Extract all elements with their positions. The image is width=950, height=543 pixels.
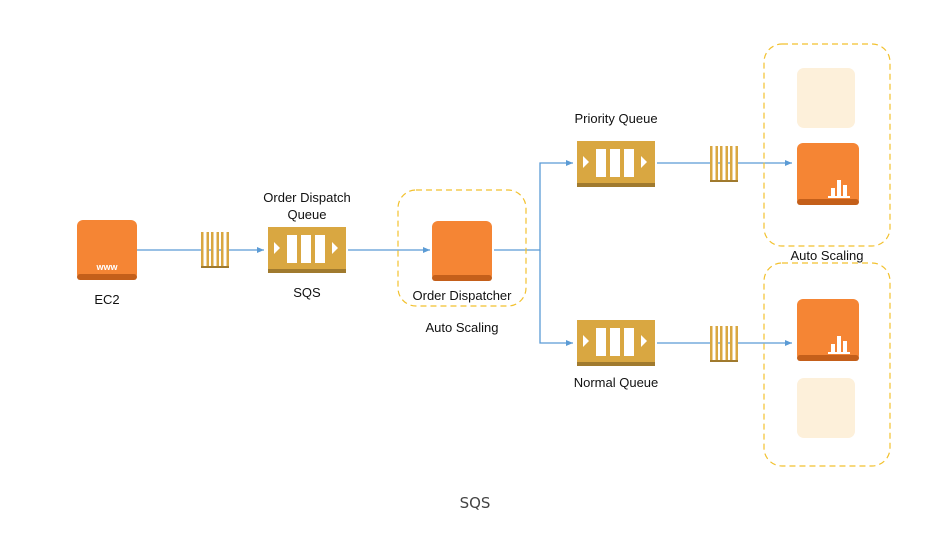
normal-message-queue-icon <box>710 326 738 362</box>
order-dispatcher-label: Order Dispatcher <box>412 288 512 303</box>
priority-queue-label: Priority Queue <box>574 111 658 126</box>
order-dispatch-queue-icon <box>268 227 346 273</box>
auto-scaling-label-workers: Auto Scaling <box>790 248 864 263</box>
www-icon: www <box>95 262 118 272</box>
auto-scaling-label-dispatcher: Auto Scaling <box>425 320 499 335</box>
normal-queue-icon <box>577 320 655 366</box>
figure-caption: SQS <box>459 494 491 512</box>
order-dispatcher-server-icon <box>432 221 492 281</box>
priority-worker-server-icon <box>797 143 859 205</box>
ec2-instance-icon: www <box>77 220 137 280</box>
sqs-label: SQS <box>293 285 321 300</box>
arrow-dispatcher-to-priority <box>494 160 573 251</box>
normal-faded-server-icon <box>797 378 855 438</box>
auto-scaling-group-dispatcher <box>397 189 527 307</box>
message-queue-icon <box>201 232 229 268</box>
order-dispatch-queue-label-line2: Queue <box>287 207 327 222</box>
auto-scaling-group-normal <box>763 262 891 467</box>
priority-faded-server-icon <box>797 68 855 128</box>
normal-queue-label: Normal Queue <box>573 375 659 390</box>
ec2-label: EC2 <box>94 292 120 307</box>
auto-scaling-group-priority <box>763 43 891 247</box>
order-dispatch-queue-label-line1: Order Dispatch <box>263 190 351 205</box>
normal-worker-server-icon <box>797 299 859 361</box>
priority-queue-icon <box>577 141 655 187</box>
arrow-dispatcher-to-normal <box>539 250 573 346</box>
priority-message-queue-icon <box>710 146 738 182</box>
